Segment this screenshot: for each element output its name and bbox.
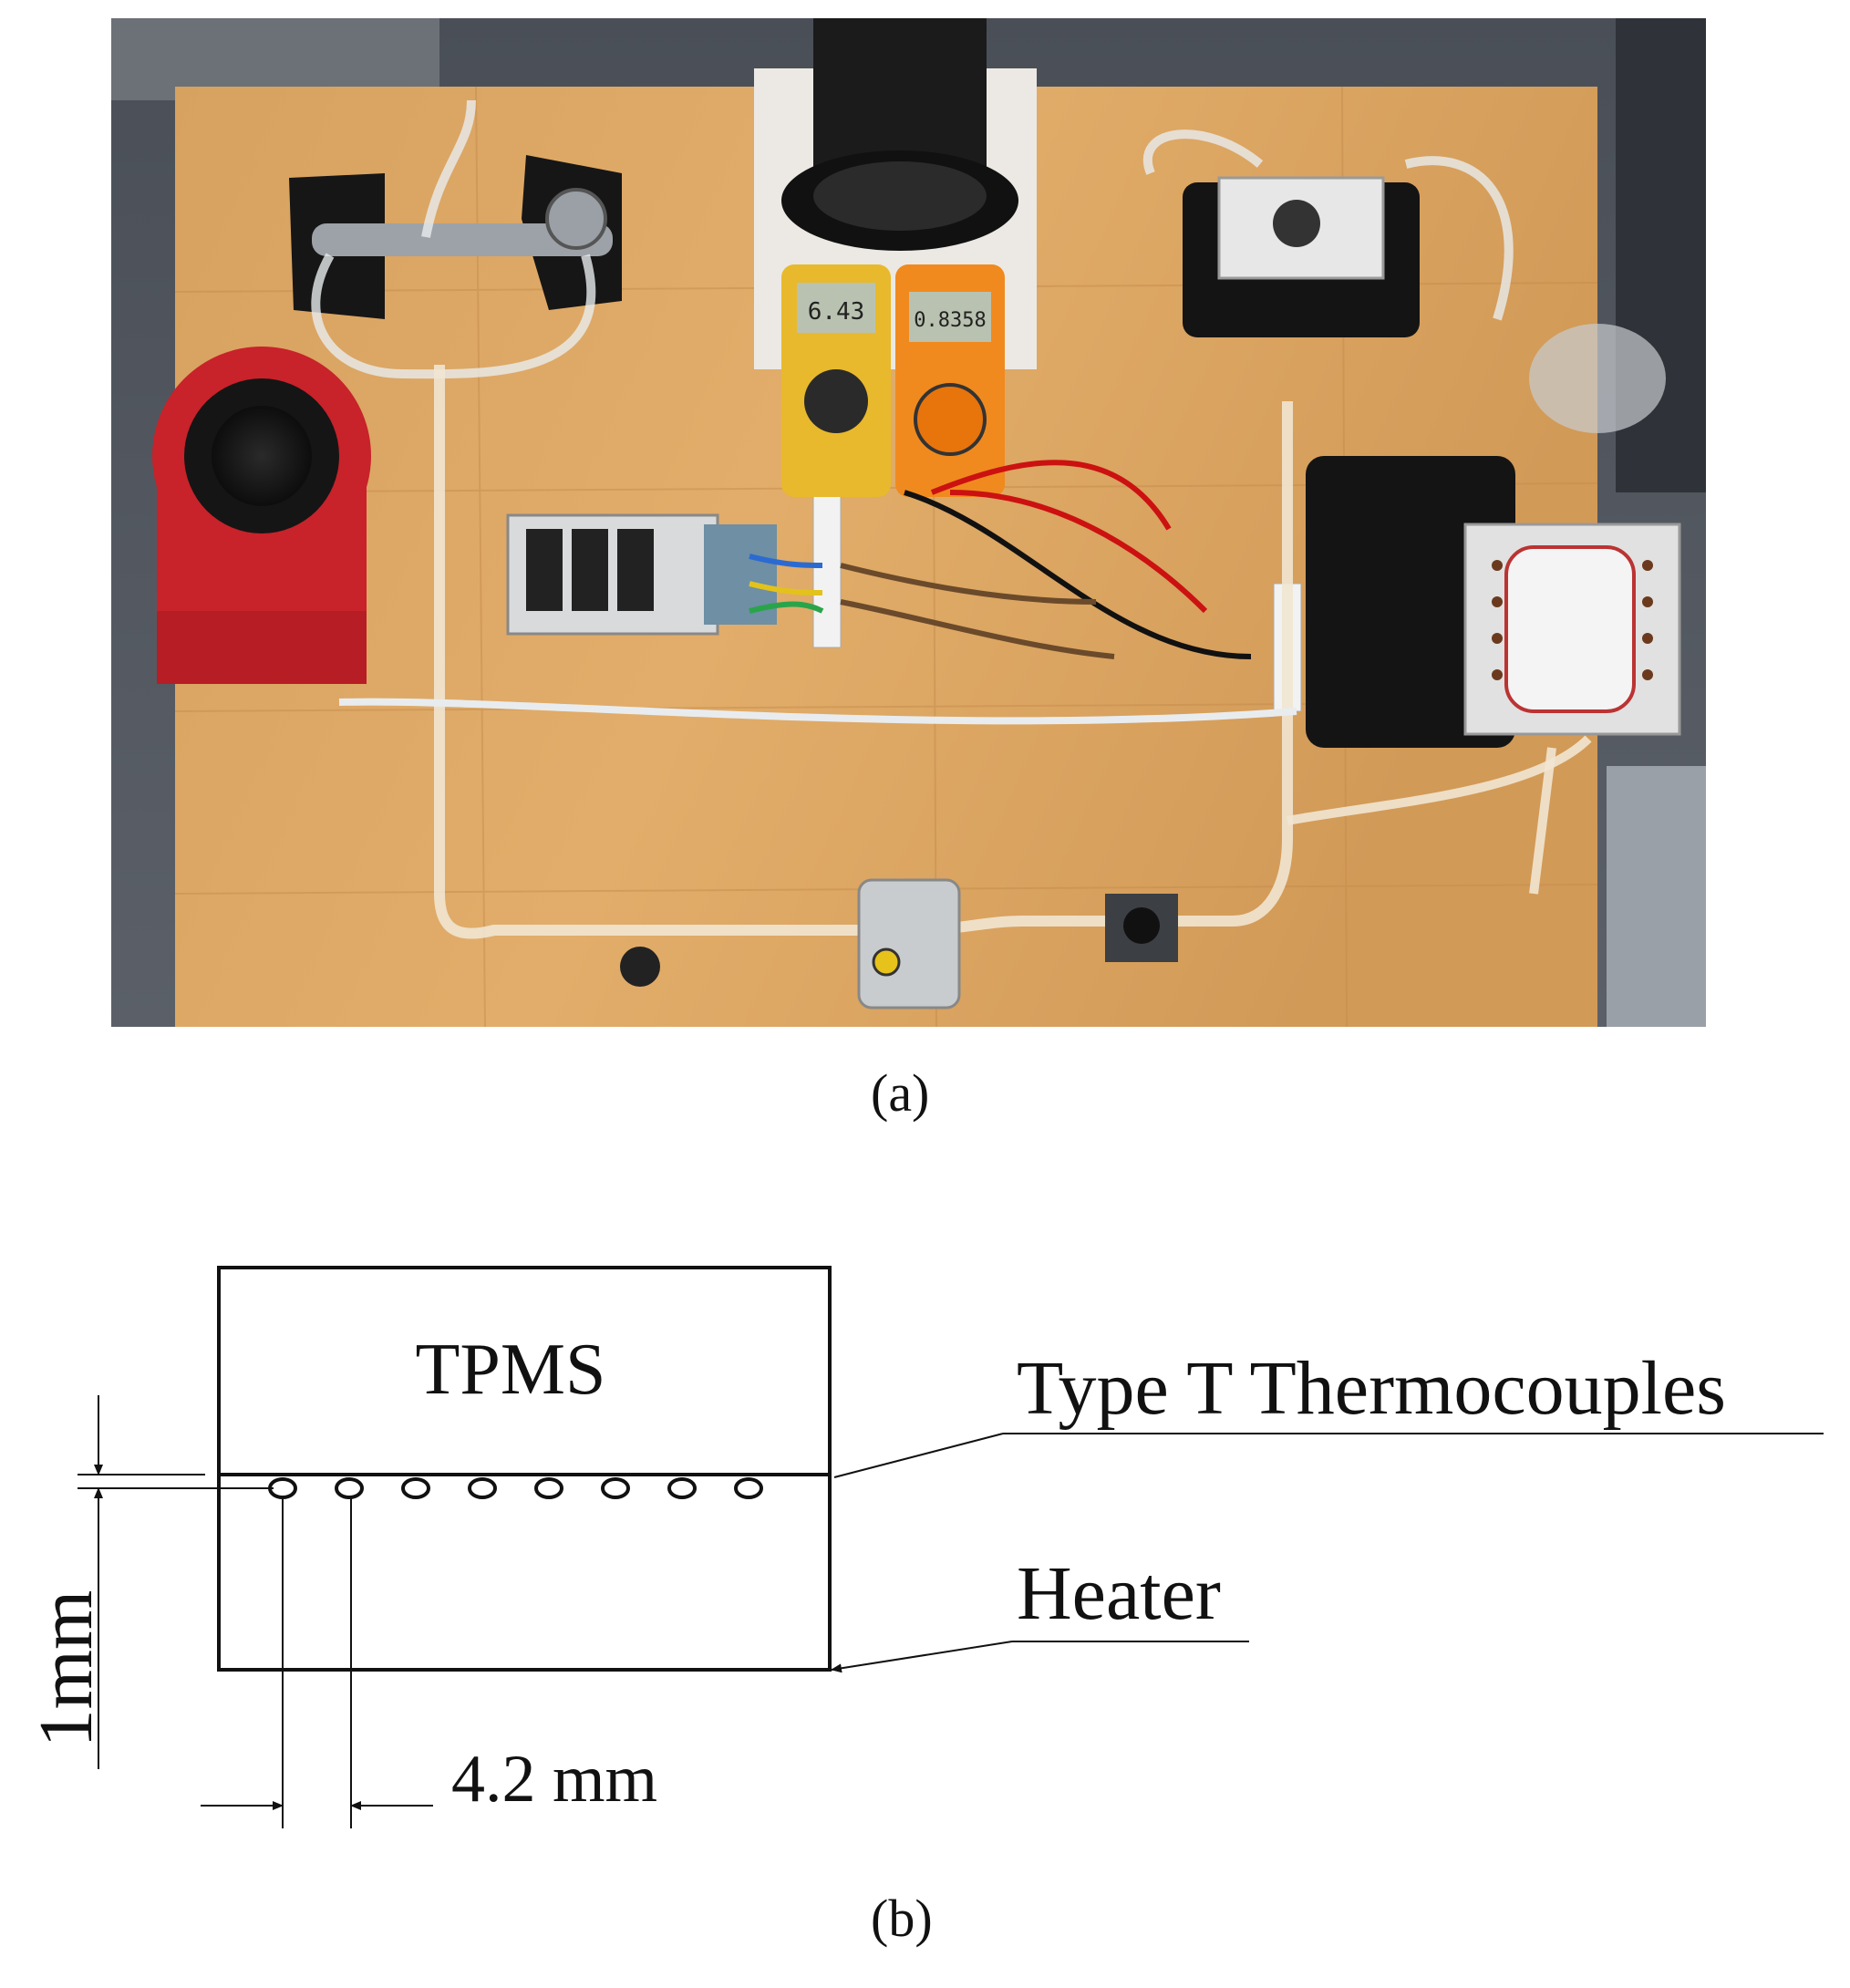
thermocouple-hole (534, 1477, 563, 1499)
thermocouple-hole (268, 1477, 297, 1499)
heater-leader (831, 1641, 1013, 1673)
horizontal-dimension (201, 1496, 433, 1828)
power-cable (338, 698, 1297, 725)
multimeter-left-reading: 6.43 (808, 298, 865, 326)
thermocouple-hole (468, 1477, 497, 1499)
thermocouple-hole (601, 1477, 630, 1499)
thermocouple-hole (401, 1477, 430, 1499)
multimeter-right: 0.8358 (895, 264, 1005, 497)
thermocouple-hole (335, 1477, 364, 1499)
terminal-block-1 (812, 492, 842, 648)
thermocouple-row (268, 1477, 763, 1499)
horizontal-dimension-label: 4.2 mm (451, 1742, 657, 1817)
variac-transformer (152, 347, 371, 684)
vertical-dimension (78, 1395, 274, 1769)
thermocouple-schematic: TPMS Type T Thermocouples Heater 1mm 4.2 (0, 1240, 1850, 1879)
heater-block (217, 1473, 832, 1672)
thermocouples-label: Type T Thermocouples (1017, 1346, 1726, 1431)
tpms-label: TPMS (416, 1330, 606, 1410)
test-section (1463, 523, 1681, 736)
caption-b: (b) (871, 1889, 933, 1948)
multimeter-right-reading: 0.8358 (914, 309, 986, 332)
test-section-mount (1306, 456, 1515, 748)
thermocouple-hole (734, 1477, 763, 1499)
caption-a: (a) (871, 1063, 930, 1123)
coolant-loop (434, 365, 1293, 939)
vertical-dimension-label: 1mm (24, 1590, 109, 1748)
flow-sensor (857, 878, 961, 1010)
multimeter-left: 6.43 (781, 264, 891, 497)
experimental-setup-photo: 6.43 0.8358 (111, 18, 1706, 1027)
thermocouple-hole (667, 1477, 697, 1499)
heater-label: Heater (1017, 1551, 1221, 1636)
thermocouples-leader (833, 1433, 1004, 1478)
